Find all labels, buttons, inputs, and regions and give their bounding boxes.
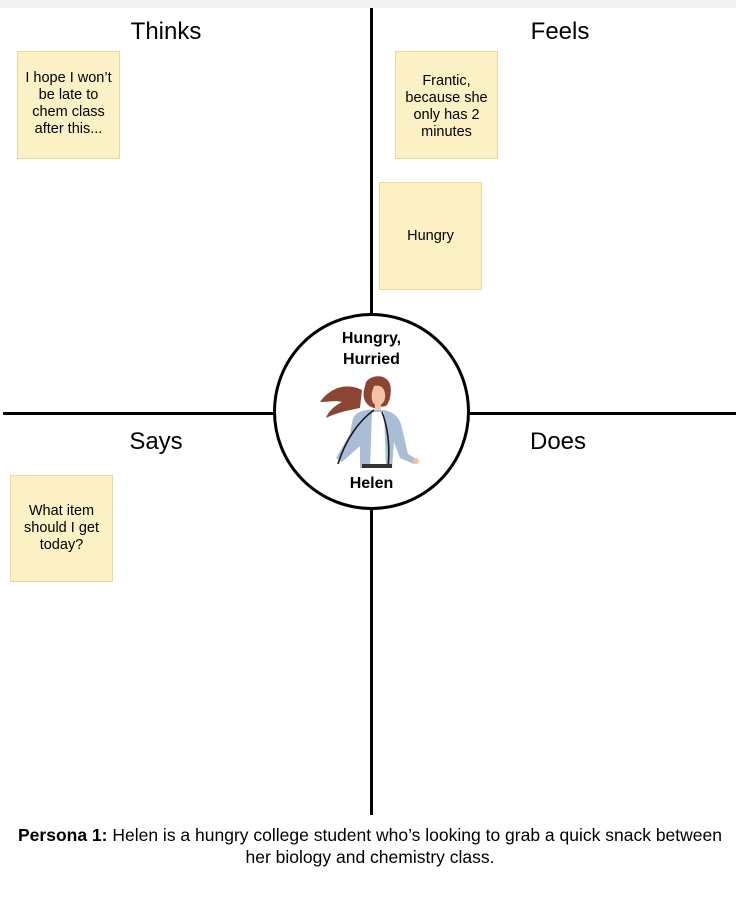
sticky-note-text: Frantic, because she only has 2 minutes bbox=[405, 73, 488, 140]
persona-caption: Persona 1: Helen is a hungry college stu… bbox=[10, 824, 730, 868]
feels-heading: Feels bbox=[530, 18, 590, 45]
top-strip bbox=[0, 0, 736, 8]
thinks-heading: Thinks bbox=[130, 18, 202, 45]
persona-circle: Hungry, Hurried Helen bbox=[273, 313, 470, 510]
horizontal-axis-left bbox=[3, 412, 275, 415]
horizontal-axis-right bbox=[468, 412, 736, 415]
sticky-note-says[interactable]: What item should I get today? bbox=[10, 475, 113, 582]
sticky-note-feels-hungry[interactable]: Hungry bbox=[379, 182, 482, 290]
vertical-axis-bottom bbox=[370, 508, 373, 815]
persona-caption-label: Persona 1: bbox=[18, 825, 108, 845]
sticky-note-text: What item should I get today? bbox=[24, 503, 99, 553]
sticky-note-feels-frantic[interactable]: Frantic, because she only has 2 minutes bbox=[395, 51, 498, 159]
persona-name: Helen bbox=[349, 475, 394, 492]
says-heading: Says bbox=[129, 428, 183, 455]
does-heading: Does bbox=[529, 428, 587, 455]
sticky-note-text: Hungry bbox=[407, 227, 454, 244]
persona-caption-text: Helen is a hungry college student who’s … bbox=[107, 825, 722, 867]
vertical-axis-top bbox=[370, 8, 373, 313]
persona-mood: Hungry, Hurried bbox=[341, 330, 402, 368]
woman-walking-illustration-icon bbox=[320, 376, 419, 468]
sticky-note-text: I hope I won’t be late to chem class aft… bbox=[25, 70, 112, 137]
sticky-note-thinks[interactable]: I hope I won’t be late to chem class aft… bbox=[17, 51, 120, 159]
